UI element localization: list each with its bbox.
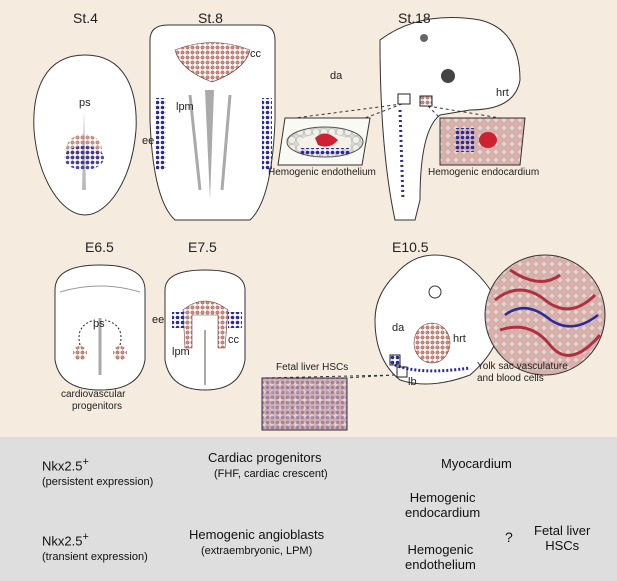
hemo-endoth-1: Hemogenic xyxy=(407,542,474,557)
legend-hemo-angio: Hemogenic angioblasts (extraembryonic, L… xyxy=(189,527,324,559)
persistent-sub: (persistent expression) xyxy=(42,476,154,489)
label-da-bottom: da xyxy=(392,322,405,334)
label-fetal-liver-hscs-image: Fetal liver HSCs xyxy=(276,362,349,373)
stage-e105: E10.5 xyxy=(392,239,429,255)
label-hrt-bottom: hrt xyxy=(453,333,466,345)
label-ps-bottom: ps xyxy=(93,318,105,330)
label-hemogenic-endothelium: Hemogenic endothelium xyxy=(268,167,376,178)
st18-embryo xyxy=(277,17,526,221)
stage-st18: St.18 xyxy=(398,10,431,26)
label-da-top: da xyxy=(330,70,343,82)
legend-cardiac-progenitors: Cardiac progenitors (FHF, cardiac cresce… xyxy=(208,450,328,482)
label-cc-bottom: cc xyxy=(228,334,239,346)
e75-embryo xyxy=(164,269,246,391)
label-lb: lb xyxy=(408,376,417,388)
hemo-angio-label: Hemogenic angioblasts xyxy=(189,527,325,542)
e65-embryo xyxy=(54,264,146,391)
label-hrt-top: hrt xyxy=(496,87,509,99)
e105-embryo xyxy=(261,254,606,431)
label-hemogenic-endocardium: Hemogenic endocardium xyxy=(428,167,540,178)
legend-question-mark: ? xyxy=(505,529,513,545)
label-ee-bottom: ee xyxy=(152,314,165,326)
label-cardio-prog-2: progenitors xyxy=(72,401,123,412)
label-yolk-2: and blood cells xyxy=(477,373,544,384)
label-ee-top: ee xyxy=(142,135,155,147)
fetal-2: HSCs xyxy=(545,538,580,553)
stage-e65: E6.5 xyxy=(85,239,114,255)
legend-nkx-transient: Nkx2.5+ (transient expression) xyxy=(42,530,148,565)
nkx-persistent-sup: + xyxy=(82,456,89,468)
fetal-1: Fetal liver xyxy=(534,523,591,538)
cardiac-prog-label: Cardiac progenitors xyxy=(208,450,322,465)
legend-panel xyxy=(0,437,617,581)
hemo-endoth-2: endothelium xyxy=(405,557,476,572)
legend-fetal-liver-hscs: Fetal liver HSCs xyxy=(534,523,590,553)
nkx-transient-sup: + xyxy=(82,531,89,543)
st8-embryo xyxy=(149,24,276,221)
legend-myocardium: Myocardium xyxy=(441,456,512,471)
label-lpm-top: lpm xyxy=(176,101,194,113)
hemo-angio-sub: (extraembryonic, LPM) xyxy=(201,545,313,557)
label-lpm-bottom: lpm xyxy=(172,346,190,358)
transient-sub: (transient expression) xyxy=(42,551,148,564)
legend-hemo-endocardium: Hemogenic endocardium xyxy=(405,490,480,520)
stage-e75: E7.5 xyxy=(188,239,217,255)
label-ps-top: ps xyxy=(79,97,91,109)
stage-st8: St.8 xyxy=(198,10,223,26)
hemo-endocard-1: Hemogenic xyxy=(409,490,476,505)
stage-st4: St.4 xyxy=(73,10,98,26)
legend-nkx-persistent: Nkx2.5+ (persistent expression) xyxy=(42,455,153,490)
hemo-endocard-2: endocardium xyxy=(405,505,481,520)
label-cardio-prog-1: cardiovascular xyxy=(61,389,126,400)
cardiac-prog-sub: (FHF, cardiac crescent) xyxy=(214,468,328,480)
nkx-transient-label: Nkx2.5 xyxy=(42,533,83,549)
label-cc-top: cc xyxy=(250,48,261,60)
legend-hemo-endothelium: Hemogenic endothelium xyxy=(405,542,476,572)
label-yolk-1: Yolk sac vasculature xyxy=(477,361,568,372)
nkx-persistent-label: Nkx2.5 xyxy=(42,458,83,474)
st4-embryo xyxy=(33,54,137,216)
